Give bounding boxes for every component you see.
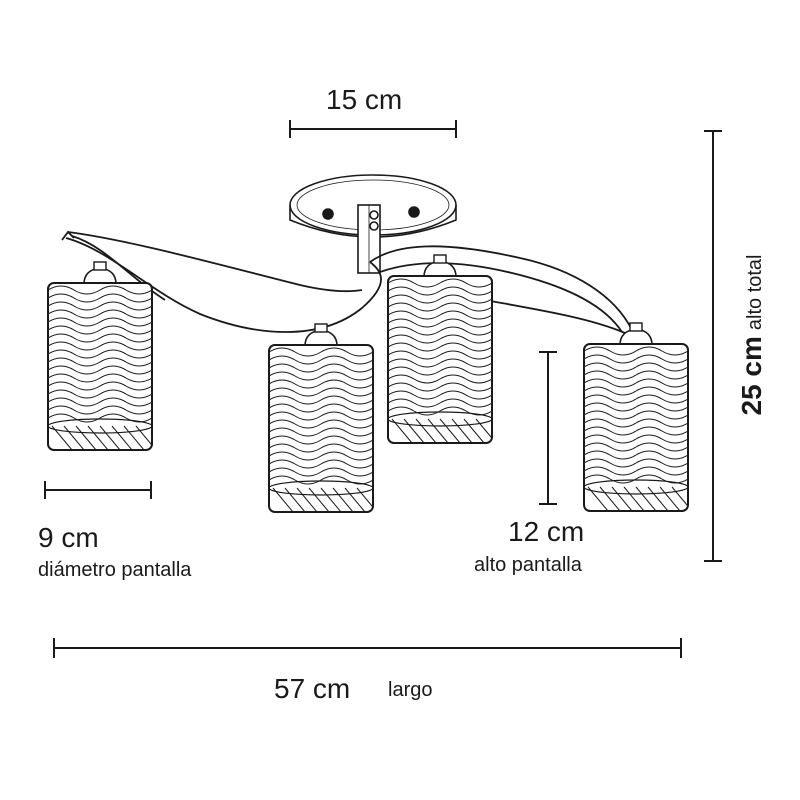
shade-height-dimension-line bbox=[539, 351, 557, 505]
total-height-value: 25 cm bbox=[736, 336, 767, 416]
total-length-dimension-line bbox=[53, 638, 682, 658]
shade-height-value: 12 cm bbox=[508, 516, 585, 547]
shade-diameter-value: 9 cm bbox=[38, 522, 99, 553]
total-length-value: 57 cm bbox=[274, 673, 351, 704]
total-length-caption: largo bbox=[388, 679, 433, 701]
canopy-width-value: 15 cm bbox=[326, 84, 403, 115]
total-height-label: 25 cm alto total bbox=[736, 254, 767, 416]
shade-height-caption: alto pantalla bbox=[474, 554, 582, 576]
canopy bbox=[289, 174, 457, 274]
total-height-dimension-line bbox=[704, 130, 722, 562]
dimension-lines bbox=[44, 120, 722, 658]
shade-diameter-caption: diámetro pantalla bbox=[38, 559, 192, 581]
lamp-shade-3 bbox=[387, 254, 493, 444]
total-height-caption: alto total bbox=[744, 254, 766, 331]
lamp-arms bbox=[61, 230, 633, 334]
lamp-shade-4 bbox=[583, 322, 689, 512]
lamp-shade-2 bbox=[268, 323, 374, 513]
lamp-shade-1 bbox=[47, 261, 153, 451]
shade-diameter-dimension-line bbox=[44, 481, 152, 499]
canopy-width-dimension-line bbox=[289, 120, 457, 138]
